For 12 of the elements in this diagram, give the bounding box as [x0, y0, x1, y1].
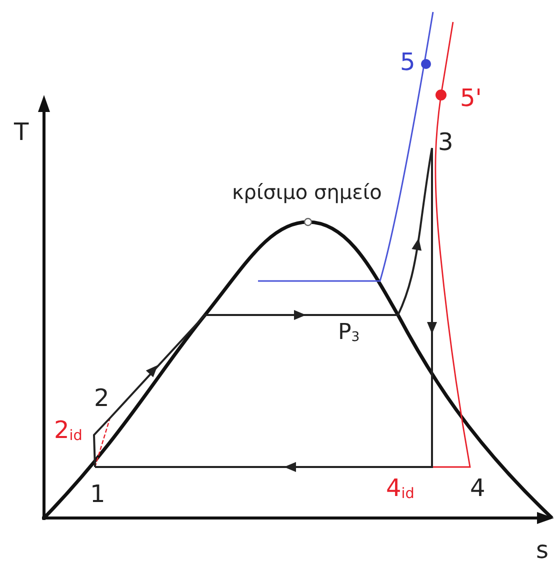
point-label: 5	[400, 50, 416, 74]
point-label: 5'	[460, 86, 482, 110]
point-label: 3	[438, 130, 454, 154]
point-label: 2$_{id}$	[54, 418, 82, 442]
point-label: 1	[90, 482, 106, 506]
point-label: 4$_{id}$	[386, 476, 414, 500]
point-label: 4	[470, 476, 486, 500]
point-label: 2	[94, 386, 110, 410]
pressure-label: P$_{3}$	[338, 322, 360, 344]
axis-label: T	[14, 120, 29, 144]
axis-label: s	[536, 538, 549, 561]
point-label: κρίσιμο σημείο	[232, 182, 382, 202]
